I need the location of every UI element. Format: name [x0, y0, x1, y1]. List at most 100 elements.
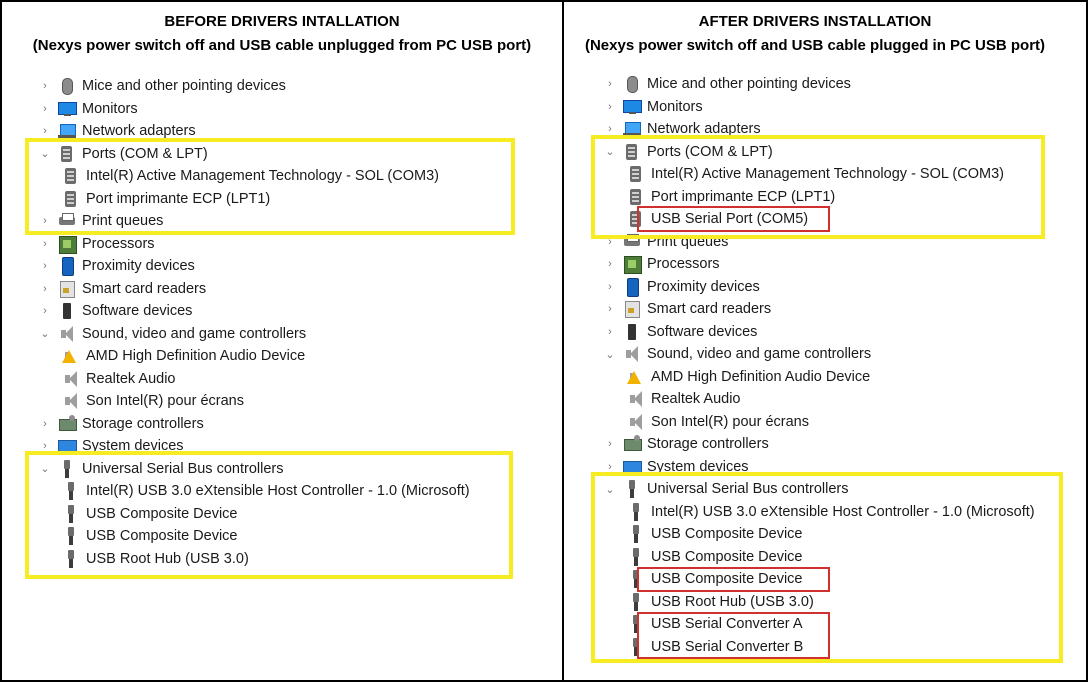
new-device-highlight: [637, 612, 830, 659]
chevron-right-icon[interactable]: ›: [608, 100, 612, 113]
usb-icon: [623, 480, 641, 498]
device-label: USB Root Hub (USB 3.0): [86, 550, 249, 567]
chevron-down-icon[interactable]: ⌄: [40, 328, 50, 340]
device-item[interactable]: Intel(R) Active Management Technology - …: [627, 163, 1004, 185]
chevron-right-icon[interactable]: ›: [608, 280, 612, 293]
device-category[interactable]: ⌄Universal Serial Bus controllers: [38, 458, 283, 480]
device-label: Software devices: [647, 323, 758, 340]
chevron-down-icon[interactable]: ⌄: [605, 348, 615, 361]
device-item[interactable]: Port imprimante ECP (LPT1): [627, 186, 835, 208]
device-category[interactable]: ⌄ Ports (COM & LPT): [38, 143, 208, 165]
device-category[interactable]: ›Monitors: [38, 98, 137, 120]
chevron-right-icon[interactable]: ›: [43, 215, 47, 227]
port-icon: [627, 188, 645, 206]
device-category[interactable]: ⌄Sound, video and game controllers: [38, 323, 306, 345]
device-item[interactable]: AMD High Definition Audio Device: [62, 345, 305, 367]
device-label: Mice and other pointing devices: [647, 76, 851, 92]
chevron-right-icon[interactable]: ›: [608, 460, 612, 473]
device-item[interactable]: Realtek Audio: [62, 368, 175, 390]
device-category[interactable]: › Network adapters: [38, 120, 196, 142]
device-category[interactable]: ›Storage controllers: [38, 413, 204, 435]
port-icon: [62, 190, 80, 208]
port-icon: [627, 210, 645, 228]
device-category[interactable]: › Mice and other pointing devices: [603, 73, 851, 95]
device-item[interactable]: USB Composite Device: [627, 568, 803, 590]
usb-icon: [627, 615, 645, 633]
smart-card-icon: [623, 300, 641, 318]
chevron-right-icon[interactable]: ›: [43, 305, 47, 317]
software-device-icon: [623, 323, 641, 341]
panel-divider: [562, 0, 564, 682]
device-item[interactable]: USB Composite Device: [627, 523, 803, 545]
monitor-icon: [58, 100, 77, 118]
chevron-right-icon[interactable]: ›: [608, 78, 612, 90]
device-label: Network adapters: [82, 123, 196, 139]
chevron-right-icon[interactable]: ›: [43, 440, 47, 452]
device-item[interactable]: Intel(R) USB 3.0 eXtensible Host Control…: [627, 501, 1035, 523]
device-label: Port imprimante ECP (LPT1): [651, 188, 836, 205]
chevron-right-icon[interactable]: ›: [43, 260, 47, 272]
warning-speaker-icon: [62, 347, 80, 365]
mouse-icon: [623, 75, 641, 93]
device-item[interactable]: Realtek Audio: [627, 388, 740, 410]
device-item[interactable]: USB Root Hub (USB 3.0): [62, 548, 249, 570]
device-category[interactable]: ›Processors: [603, 253, 720, 275]
chevron-right-icon[interactable]: ›: [43, 80, 47, 92]
device-category[interactable]: ⌄Sound, video and game controllers: [603, 343, 871, 365]
device-category[interactable]: › Software devices: [603, 321, 757, 343]
device-category[interactable]: ›Storage controllers: [603, 433, 769, 455]
device-category[interactable]: ›Processors: [38, 233, 155, 255]
chevron-right-icon[interactable]: ›: [608, 438, 612, 450]
chevron-right-icon[interactable]: ›: [43, 282, 47, 295]
device-item[interactable]: Intel(R) USB 3.0 eXtensible Host Control…: [62, 480, 470, 502]
device-category[interactable]: ›Proximity devices: [603, 276, 760, 298]
device-item[interactable]: Son Intel(R) pour écrans: [627, 411, 809, 433]
device-label: Ports (COM & LPT): [82, 145, 208, 162]
device-category[interactable]: ›Software devices: [38, 300, 192, 322]
chevron-down-icon[interactable]: ⌄: [40, 148, 50, 160]
device-item[interactable]: AMD High Definition Audio Device: [627, 366, 870, 388]
software-device-icon: [58, 302, 76, 320]
chevron-right-icon[interactable]: ›: [608, 303, 612, 315]
port-icon: [58, 145, 76, 163]
device-item[interactable]: Son Intel(R) pour écrans: [62, 390, 244, 412]
device-item[interactable]: USB Composite Device: [627, 546, 803, 568]
chevron-right-icon[interactable]: ›: [608, 325, 612, 338]
device-category[interactable]: ›Smart card readers: [603, 298, 771, 320]
chevron-right-icon[interactable]: ›: [608, 235, 612, 248]
device-category[interactable]: ⌄Universal Serial Bus controllers: [603, 478, 848, 500]
device-category[interactable]: ›Monitors: [603, 96, 702, 118]
chevron-right-icon[interactable]: ›: [43, 102, 47, 115]
new-device-highlight: [637, 206, 830, 232]
usb-icon: [627, 525, 645, 543]
device-label: Intel(R) Active Management Technology - …: [651, 166, 1004, 182]
ports-highlight-box: [591, 135, 1045, 239]
chevron-right-icon[interactable]: ›: [43, 125, 47, 137]
device-label: Network adapters: [647, 121, 761, 137]
device-item[interactable]: USB Root Hub (USB 3.0): [627, 591, 814, 613]
device-category[interactable]: ›Smart card readers: [38, 278, 206, 300]
chevron-down-icon[interactable]: ⌄: [40, 463, 50, 475]
device-item[interactable]: USB Composite Device: [62, 525, 238, 547]
device-item[interactable]: USB Serial Converter A: [627, 613, 803, 635]
device-category[interactable]: › Network adapters: [603, 118, 761, 140]
chevron-right-icon[interactable]: ›: [608, 123, 612, 135]
device-category[interactable]: ›Mice and other pointing devices: [38, 75, 286, 97]
chevron-right-icon[interactable]: ›: [43, 417, 47, 430]
device-category[interactable]: ›Print queues: [38, 210, 163, 232]
device-item[interactable]: USB Composite Device: [62, 503, 238, 525]
chevron-right-icon[interactable]: ›: [608, 258, 612, 270]
device-category[interactable]: ⌄Ports (COM & LPT): [603, 141, 773, 163]
usb-icon: [62, 482, 80, 500]
chevron-down-icon[interactable]: ⌄: [605, 483, 615, 496]
device-label: System devices: [647, 458, 749, 475]
left-heading-subtitle: (Nexys power switch off and USB cable un…: [32, 37, 532, 54]
device-category[interactable]: ›Proximity devices: [38, 255, 195, 277]
chevron-right-icon[interactable]: ›: [43, 237, 47, 250]
device-item[interactable]: USB Serial Converter B: [627, 636, 803, 658]
chevron-down-icon[interactable]: ⌄: [605, 146, 615, 158]
left-heading-title: BEFORE DRIVERS INTALLATION: [164, 13, 400, 30]
device-item[interactable]: Port imprimante ECP (LPT1): [62, 188, 270, 210]
device-item[interactable]: Intel(R) Active Management Technology - …: [62, 165, 439, 187]
device-item[interactable]: USB Serial Port (COM5): [627, 208, 808, 230]
